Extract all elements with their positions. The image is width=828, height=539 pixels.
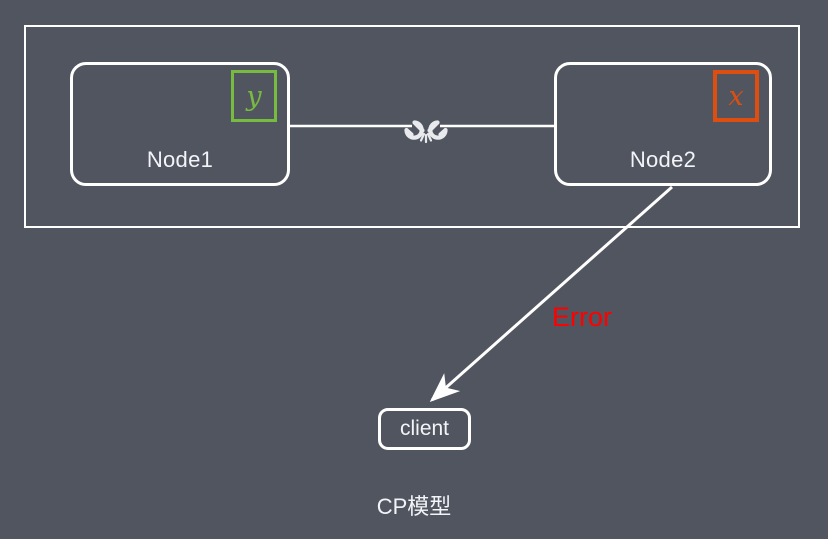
variable-label-y: y (246, 80, 262, 112)
node-box-node2[interactable]: Node2 (554, 62, 772, 186)
node-label-node2: Node2 (629, 147, 697, 172)
edge-node2-client (429, 185, 673, 402)
node-label-client: client (399, 417, 450, 440)
error-edge-label: Error (552, 302, 612, 332)
node-cluster-boundary (24, 25, 800, 228)
variable-label-x: x (728, 80, 744, 112)
diagram-caption: CP模型 (376, 494, 452, 519)
node-label-node1: Node1 (146, 147, 214, 172)
node-box-client[interactable]: client (378, 408, 471, 450)
broken-link-icon (398, 104, 454, 148)
variable-badge-x: x (713, 70, 759, 122)
node-box-node1[interactable]: Node1 (70, 62, 290, 186)
variable-badge-y: y (231, 70, 277, 122)
